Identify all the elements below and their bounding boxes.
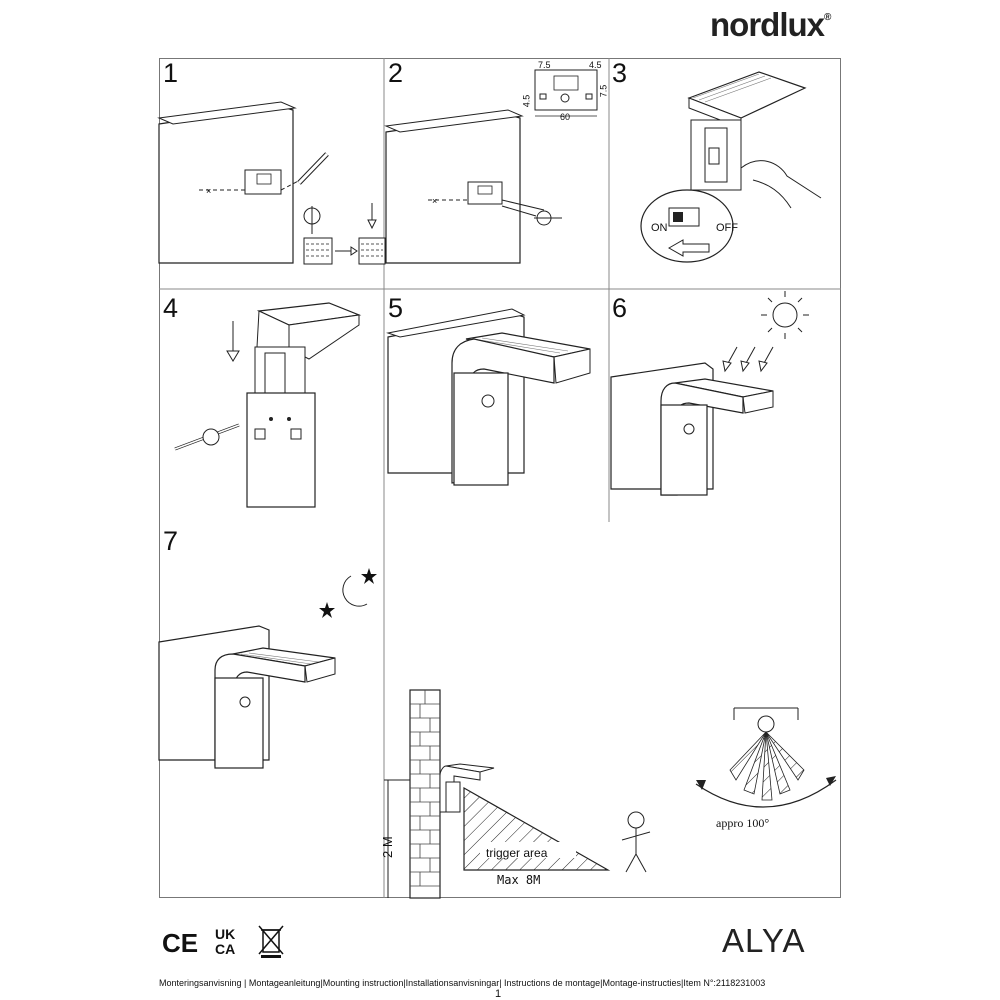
step7-illustration <box>158 568 377 769</box>
step-number-6: 6 <box>612 293 628 323</box>
step3-illustration <box>640 71 822 263</box>
page-number: 1 <box>495 988 502 1000</box>
ce-mark: CE <box>162 928 199 958</box>
step-number-7: 7 <box>163 526 179 556</box>
step5-illustration <box>386 308 591 486</box>
dim-width: 60 <box>560 112 571 122</box>
svg-text:×: × <box>206 186 211 196</box>
dim-vertical-left: 4.5 <box>521 94 532 108</box>
sensor-range-diagram <box>384 689 837 899</box>
step-number-4: 4 <box>163 293 179 323</box>
detection-angle-label: appro 100° <box>716 816 770 830</box>
step6-illustration <box>610 291 809 496</box>
switch-off-label: OFF <box>716 222 738 234</box>
mount-height-label: 2 M <box>380 836 395 858</box>
step4-illustration <box>174 302 362 508</box>
step1-illustration: × <box>157 101 386 265</box>
step-number-2: 2 <box>388 58 404 88</box>
product-name: ALYA <box>722 922 806 959</box>
registered-mark: ® <box>824 12 831 23</box>
step-number-5: 5 <box>388 293 404 323</box>
brand-logo: nordlux® <box>710 6 831 44</box>
step-number-3: 3 <box>612 58 628 88</box>
trigger-area-label: trigger area <box>486 846 548 860</box>
ukca-mark: UK CA <box>215 927 235 957</box>
brand-name: nordlux <box>710 6 825 43</box>
svg-text:×: × <box>432 196 437 206</box>
instruction-frame <box>159 58 841 898</box>
footer-text: Monteringsanvisning | Montageanleitung|M… <box>159 978 766 988</box>
switch-on-label: ON <box>651 222 668 234</box>
weee-bin-icon <box>258 925 284 958</box>
ukca-bottom: CA <box>215 941 236 957</box>
dim-right-offset: 4.5 <box>589 60 602 70</box>
step2-illustration: × <box>384 69 598 264</box>
ukca-top: UK <box>215 926 236 942</box>
step-number-1: 1 <box>163 58 179 88</box>
dim-left-offset: 7.5 <box>538 60 551 70</box>
max-range-label: Max 8M <box>497 873 541 887</box>
dim-vertical-right: 7.5 <box>598 84 609 98</box>
